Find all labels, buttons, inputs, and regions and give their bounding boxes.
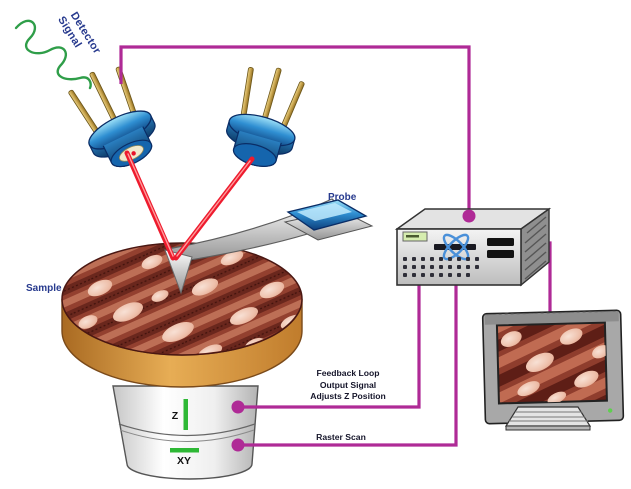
probe-cantilever: [164, 198, 374, 295]
feedback-line1: Feedback Loop: [316, 368, 379, 378]
photodetector-window: [119, 145, 144, 162]
label-z: Z: [172, 410, 179, 422]
stage-seam: [118, 423, 256, 437]
laser-diode: [226, 67, 305, 167]
controller-brand-text: [434, 244, 476, 250]
controller-buttons: [403, 257, 479, 277]
connector-dot-controller-top: [462, 209, 476, 223]
scanner-stage: Z XY: [112, 385, 259, 480]
connection-line-feedback: [238, 283, 421, 409]
controller-slot-1: [487, 238, 514, 246]
controller-vents: [524, 216, 547, 280]
controller-slot-2: [487, 250, 514, 258]
xy-stage-bar: [170, 448, 199, 453]
keyboard: [504, 406, 592, 431]
sample-puck: [61, 242, 303, 388]
laser-beams: [124, 150, 255, 261]
label-probe: Probe: [328, 192, 357, 203]
monitor-power-led: [607, 408, 613, 413]
z-stage-bar: [183, 399, 188, 430]
label-sample: Sample: [26, 283, 62, 294]
photodetector: [68, 66, 156, 168]
label-detector-signal: Detector Signal: [55, 10, 103, 57]
monitor: [481, 309, 625, 425]
sample-surface: [61, 242, 303, 356]
label-xy: XY: [177, 455, 191, 467]
feedback-line2: Output Signal: [320, 380, 376, 390]
label-raster-scan: Raster Scan: [316, 432, 366, 442]
label-feedback: Feedback Loop Output Signal Adjusts Z Po…: [310, 368, 385, 401]
connection-line-raster: [238, 283, 458, 447]
laser-diode-pins: [240, 67, 305, 131]
feedback-line3: Adjusts Z Position: [310, 391, 385, 401]
connector-dot-z-stage: [231, 400, 245, 414]
connector-dot-xy-stage: [231, 438, 245, 452]
monitor-screen-blobs: [500, 328, 607, 404]
connection-line-detector: [119, 45, 471, 215]
probe-chip-highlight: [297, 203, 352, 221]
detector-signal-wire: [14, 19, 92, 90]
